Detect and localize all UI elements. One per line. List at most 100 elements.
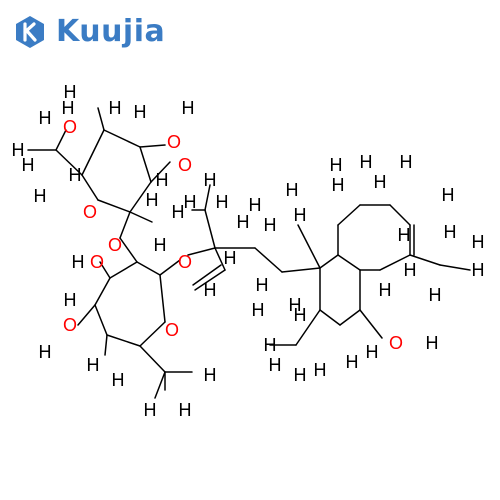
hydrogen-atom-label: H	[22, 155, 35, 175]
bond-line	[214, 247, 226, 271]
hydrogen-atom-label: H	[224, 248, 237, 268]
oxygen-atom-label: O	[108, 235, 122, 255]
bond-line	[106, 334, 141, 347]
hydrogen-atom-label: H	[252, 300, 265, 320]
bond-line	[129, 211, 153, 223]
hydrogen-atom-label: H	[400, 152, 413, 172]
hydrogen-atom-label: H	[109, 98, 122, 118]
bond-line	[136, 261, 161, 276]
bond-line	[94, 277, 111, 306]
hydrogen-atom-label: H	[374, 172, 387, 192]
hydrogen-atom-label: H	[156, 170, 169, 190]
bond-line	[103, 129, 141, 148]
bond-line	[129, 181, 152, 213]
kuujia-logo: Kuujia	[12, 12, 166, 52]
hydrogen-atom-label: H	[237, 212, 250, 232]
bond-line	[119, 211, 131, 239]
bond-line	[389, 204, 411, 226]
hydrogen-atom-label: H	[34, 186, 47, 206]
bond-line	[77, 304, 96, 326]
hydrogen-atom-label: H	[179, 400, 192, 420]
bond-line	[359, 309, 383, 339]
bond-line	[204, 209, 216, 249]
hydrogen-atom-label: H	[39, 342, 52, 362]
hydrogen-atom-label: H	[62, 98, 75, 118]
bond-line	[109, 261, 138, 279]
hydrogen-atom-label: H	[87, 355, 100, 375]
oxygen-atom-label: O	[165, 320, 179, 340]
hydrogen-atom-label: H	[360, 152, 373, 172]
hydrogen-atom-label: H	[314, 360, 327, 380]
hydrogen-atom-label: H	[134, 102, 147, 122]
hydrogen-atom-label: H	[294, 305, 307, 325]
bond-line	[154, 371, 166, 399]
hydrogen-atom-label: H	[182, 98, 195, 118]
bond-line	[139, 144, 166, 148]
oxygen-atom-label: O	[63, 117, 77, 137]
bond-line	[104, 334, 108, 356]
hydrogen-atom-label: H	[398, 225, 411, 245]
hydrogen-atom-label: H	[249, 195, 262, 215]
bond-line	[204, 184, 211, 211]
hydrogen-atom-label: H	[69, 165, 82, 185]
bond-line	[337, 254, 361, 271]
bond-line	[337, 204, 361, 226]
hydrogen-atom-label: H	[64, 82, 77, 102]
bond-line	[379, 254, 411, 271]
hydrogen-atom-label: H	[154, 235, 167, 255]
hydrogen-atom-label: H	[12, 140, 25, 160]
hydrogen-atom-label: H	[72, 252, 85, 272]
hydrogen-atom-label: H	[472, 260, 485, 280]
bond-line	[139, 146, 152, 183]
bond-line	[150, 161, 171, 183]
hydrogen-atom-label: H	[64, 290, 77, 310]
bond-line	[159, 274, 166, 323]
bond-line	[297, 224, 321, 269]
hydrogen-atom-label: H	[294, 205, 307, 225]
bond-line	[281, 267, 321, 273]
hydrogen-atom-label: H	[442, 185, 455, 205]
hydrogen-atom-label: H	[204, 170, 217, 190]
bond-line	[139, 321, 166, 347]
hydrogen-atom-label: H	[144, 400, 157, 420]
hydrogen-atom-label: H	[184, 192, 197, 212]
hydrogen-atom-label: H	[264, 335, 277, 355]
bond-line	[81, 129, 105, 176]
hydrogen-atom-label: H	[146, 190, 159, 210]
hydrogen-atom-label: H	[172, 202, 185, 222]
hydrogen-atom-label: H	[404, 260, 417, 280]
bond-line	[55, 129, 67, 151]
bond-line	[319, 309, 341, 326]
bond-line	[339, 309, 361, 326]
bond-line	[119, 237, 138, 263]
oxygen-atom-label: O	[178, 252, 192, 272]
bond-line	[319, 254, 339, 269]
hydrogen-atom-label: H	[289, 295, 302, 315]
bond-lines	[27, 107, 471, 399]
hydrogen-atom-label: H	[264, 215, 277, 235]
bond-line	[94, 304, 108, 336]
hydrogen-atom-label: H	[426, 333, 439, 353]
bond-line	[187, 247, 216, 256]
hydrogen-atom-label: H	[332, 175, 345, 195]
oxygen-atom-label: O	[389, 333, 403, 353]
bond-line	[139, 345, 166, 373]
hydrogen-atom-label: H	[472, 232, 485, 252]
bond-line	[254, 247, 283, 273]
bond-line	[439, 264, 471, 271]
bond-line	[192, 264, 222, 286]
hydrogen-atom-label: H	[286, 180, 299, 200]
hydrogen-atom-label: H	[379, 280, 392, 300]
hydrogen-atom-label: H	[346, 352, 359, 372]
bond-line	[159, 259, 181, 276]
bond-line	[55, 149, 83, 176]
bond-line	[97, 107, 105, 131]
brand-name: Kuujia	[56, 14, 166, 49]
hydrogen-atom-label: H	[444, 222, 457, 242]
hydrogen-atom-label: H	[429, 285, 442, 305]
oxygen-atom-label: O	[178, 155, 192, 175]
oxygen-atom-label: O	[83, 202, 97, 222]
hydrogen-atom-label: H	[39, 108, 52, 128]
